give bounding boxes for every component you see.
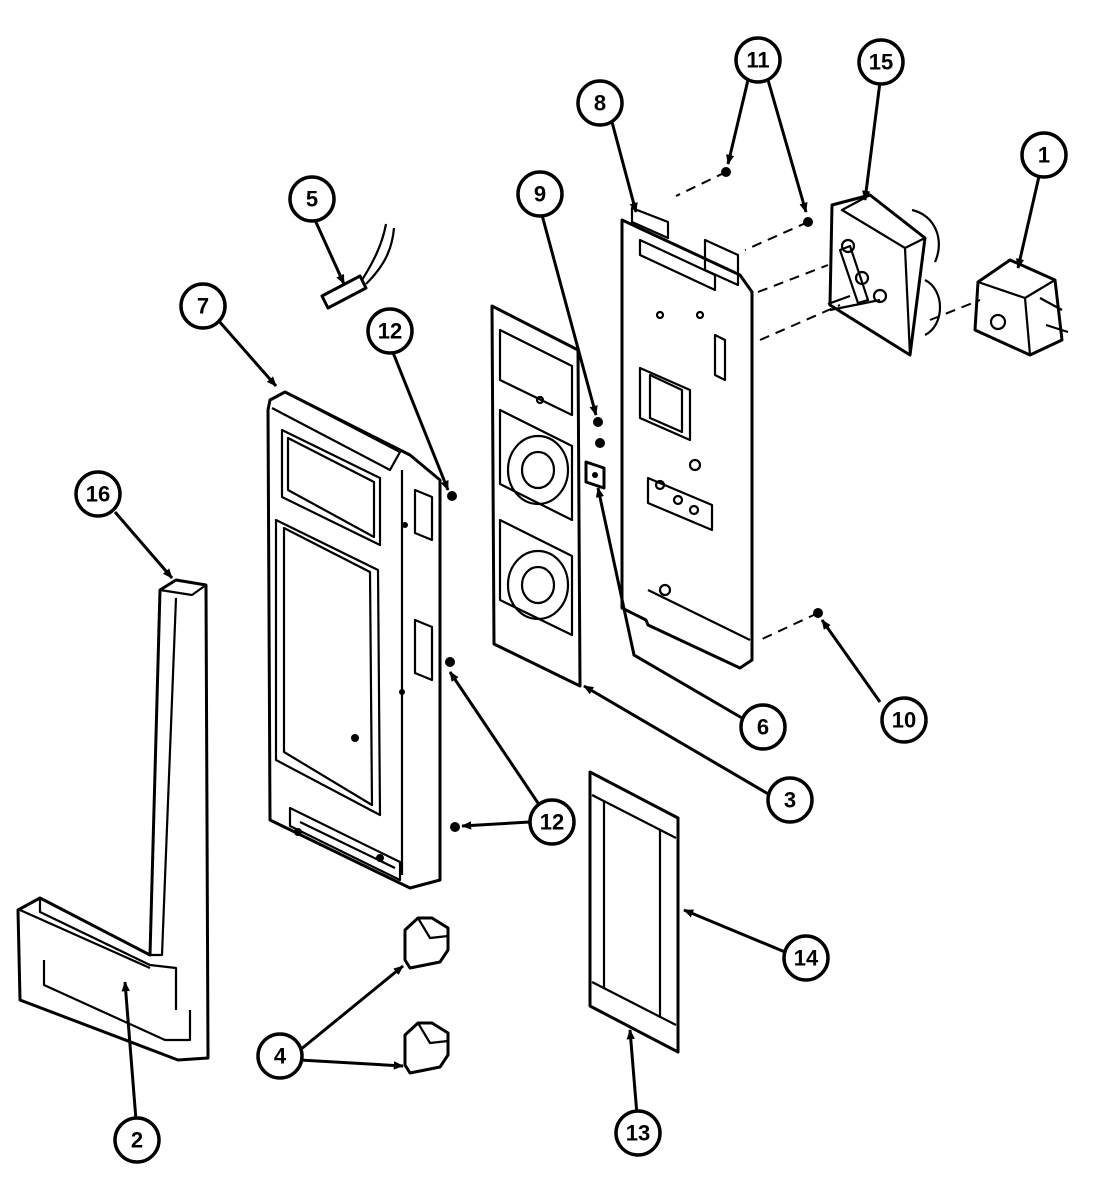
part-trim-l-shaped bbox=[16, 578, 210, 1062]
svg-text:12: 12 bbox=[378, 319, 402, 344]
callout-15: 15 bbox=[857, 38, 905, 86]
callout-6: 6 bbox=[739, 703, 787, 751]
callout-8: 8 bbox=[576, 79, 624, 127]
callout-13: 13 bbox=[614, 1109, 662, 1157]
part-mounting-bracket bbox=[620, 206, 754, 670]
callout-9: 9 bbox=[516, 170, 564, 218]
svg-text:15: 15 bbox=[869, 50, 893, 75]
svg-text:12: 12 bbox=[540, 810, 564, 835]
callout-5: 5 bbox=[288, 175, 336, 223]
svg-text:3: 3 bbox=[784, 788, 796, 813]
alignment-lines bbox=[675, 171, 981, 641]
callout-4: 4 bbox=[256, 1032, 304, 1080]
svg-text:4: 4 bbox=[274, 1044, 287, 1069]
part-rod-with-wires bbox=[320, 223, 396, 310]
svg-text:9: 9 bbox=[534, 182, 546, 207]
part-front-panel bbox=[266, 390, 442, 890]
callout-12-top: 12 bbox=[366, 307, 414, 355]
callout-14: 14 bbox=[782, 934, 830, 982]
svg-text:6: 6 bbox=[757, 715, 769, 740]
part-selector-switch bbox=[973, 258, 1069, 357]
callout-3: 3 bbox=[766, 776, 814, 824]
part-control-panel-overlay bbox=[490, 304, 582, 688]
callout-10: 10 bbox=[880, 696, 928, 744]
part-small-switch bbox=[584, 460, 606, 490]
svg-text:16: 16 bbox=[86, 482, 110, 507]
svg-text:1: 1 bbox=[1038, 143, 1050, 168]
part-lower-panel bbox=[588, 770, 680, 1054]
part-screws-12 bbox=[445, 491, 460, 832]
callout-12-bottom: 12 bbox=[528, 798, 576, 846]
callout-2: 2 bbox=[113, 1116, 161, 1164]
callout-7: 7 bbox=[179, 282, 227, 330]
callout-16: 16 bbox=[74, 470, 122, 518]
callout-1: 1 bbox=[1020, 131, 1068, 179]
svg-text:13: 13 bbox=[626, 1121, 650, 1146]
svg-text:5: 5 bbox=[306, 187, 318, 212]
svg-text:8: 8 bbox=[594, 91, 606, 116]
part-knobs bbox=[403, 916, 450, 1075]
part-screws-9 bbox=[593, 417, 605, 448]
part-timer-motor bbox=[827, 193, 941, 357]
svg-text:2: 2 bbox=[131, 1128, 143, 1153]
callout-11: 11 bbox=[734, 36, 782, 84]
leader-lines bbox=[113, 79, 1042, 1121]
svg-text:14: 14 bbox=[794, 946, 819, 971]
svg-text:7: 7 bbox=[197, 294, 209, 319]
svg-text:11: 11 bbox=[746, 48, 769, 73]
svg-text:10: 10 bbox=[892, 708, 916, 733]
